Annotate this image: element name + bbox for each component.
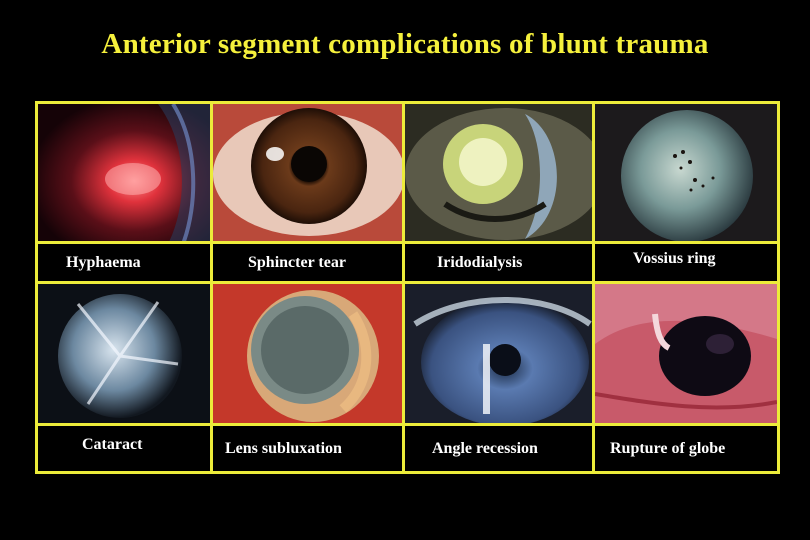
label-hyphaema: Hyphaema bbox=[38, 244, 213, 284]
label-rupture-of-globe-text: Rupture of globe bbox=[610, 439, 726, 457]
complications-grid: Hyphaema Sphincter tear Iridodialysis Vo… bbox=[35, 101, 780, 474]
label-iridodialysis: Iridodialysis bbox=[405, 244, 595, 284]
label-vossius-ring-text: Vossius ring bbox=[633, 250, 716, 267]
label-lens-subluxation-text: Lens subluxation bbox=[225, 439, 342, 457]
label-lens-subluxation: Lens subluxation bbox=[213, 426, 405, 471]
label-cataract-text: Cataract bbox=[82, 436, 143, 453]
label-iridodialysis-text: Iridodialysis bbox=[437, 253, 523, 271]
label-rupture-of-globe: Rupture of globe bbox=[595, 426, 777, 471]
photo-angle-recession bbox=[405, 284, 595, 426]
label-hyphaema-text: Hyphaema bbox=[66, 253, 141, 271]
label-cataract: Cataract bbox=[38, 426, 213, 471]
slide-title: Anterior segment complications of blunt … bbox=[101, 28, 709, 60]
label-angle-recession: Angle recession bbox=[405, 426, 595, 471]
photo-sphincter-tear bbox=[213, 104, 405, 244]
photo-lens-subluxation bbox=[213, 284, 405, 426]
photo-cataract bbox=[38, 284, 213, 426]
label-sphincter-tear-text: Sphincter tear bbox=[248, 253, 346, 271]
photo-vossius-ring bbox=[595, 104, 777, 244]
label-sphincter-tear: Sphincter tear bbox=[213, 244, 405, 284]
photo-hyphaema bbox=[38, 104, 213, 244]
photo-rupture-of-globe bbox=[595, 284, 777, 426]
label-vossius-ring: Vossius ring bbox=[595, 244, 777, 284]
label-angle-recession-text: Angle recession bbox=[432, 439, 538, 457]
photo-iridodialysis bbox=[405, 104, 595, 244]
